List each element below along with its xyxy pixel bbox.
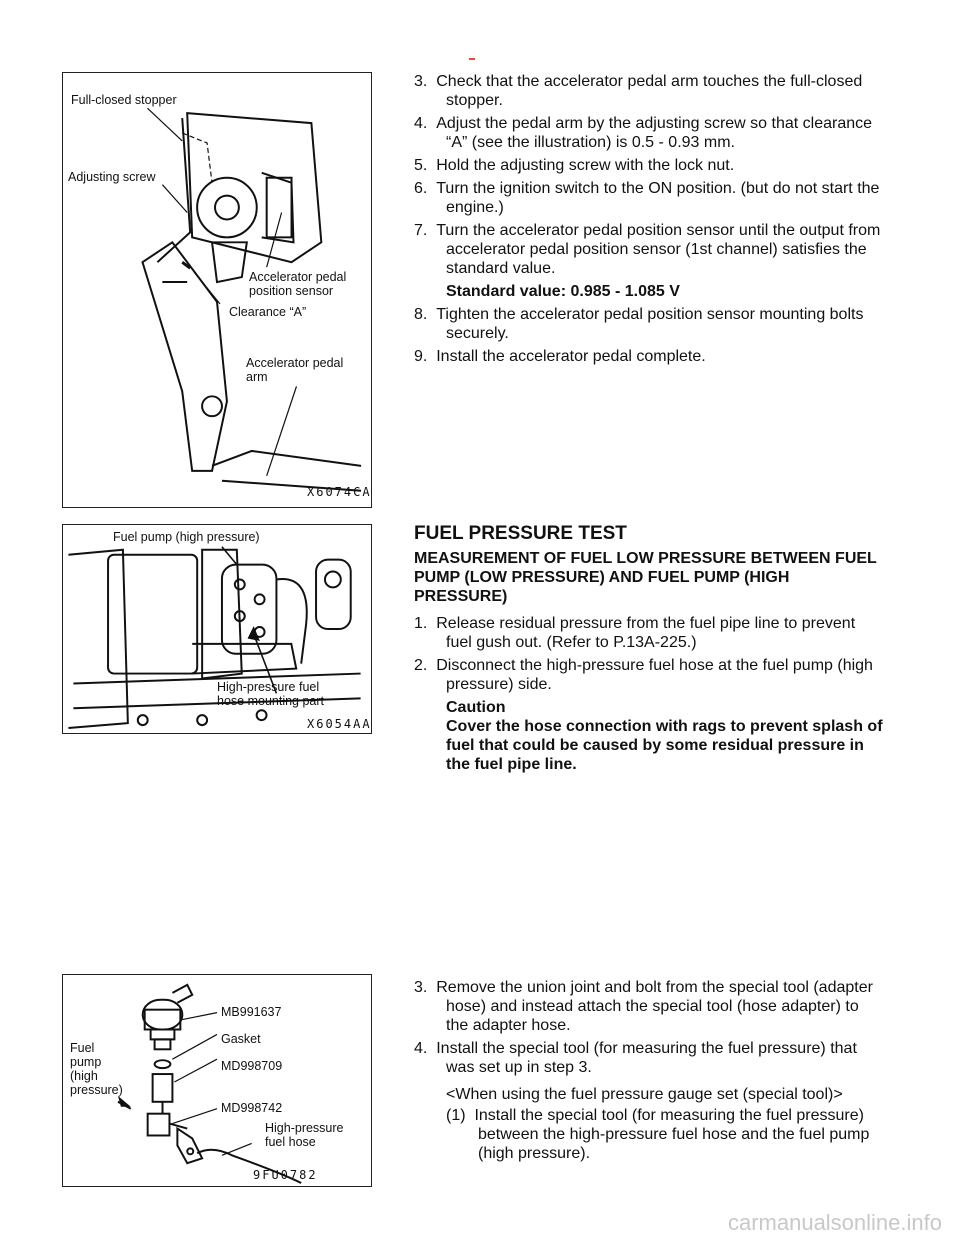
step-6: 6. Turn the ignition switch to the ON po… [414, 179, 884, 217]
step-7: 7. Turn the accelerator pedal position s… [414, 221, 884, 278]
page-marker [469, 58, 475, 60]
label-app-sensor-line2: position sensor [249, 284, 334, 298]
label-hose-mount-line1: High-pressure fuel [217, 680, 320, 694]
watermark: carmanualsonline.info [727, 1210, 942, 1235]
label-fuel-pump-line1: Fuel [70, 1041, 95, 1055]
label-md998742: MD998742 [221, 1101, 283, 1115]
step-text: Adjust the pedal arm by the adjusting sc… [436, 115, 873, 151]
step-4b: 4. Install the special tool (for measuri… [414, 1039, 884, 1077]
step-number: 8. [414, 306, 428, 323]
fuel-pump-illustration [68, 546, 361, 730]
label-app-sensor-line1: Accelerator pedal [249, 270, 347, 284]
section-pedal-adjustment: 3. Check that the accelerator pedal arm … [414, 72, 884, 370]
label-gasket: Gasket [221, 1032, 261, 1046]
label-fuel-pump-line3: (high [70, 1069, 98, 1083]
step-number: 4. [414, 1040, 428, 1057]
step-5: 5. Hold the adjusting screw with the loc… [414, 156, 884, 175]
section-subheading: MEASUREMENT OF FUEL LOW PRESSURE BETWEEN… [414, 550, 877, 605]
step-number: 7. [414, 222, 428, 239]
label-pedal-arm-line1: Accelerator pedal [246, 356, 344, 370]
label-hose-mount-line2: hose mounting part [217, 694, 325, 708]
figure-code: 9FU0782 [253, 1168, 318, 1182]
step-number: 9. [414, 348, 428, 365]
section-heading: FUEL PRESSURE TEST [414, 523, 627, 544]
step-number: 6. [414, 180, 428, 197]
label-fuel-pump-line2: pump [70, 1055, 102, 1069]
figure-accelerator-pedal: Full-closed stopper Adjusting screw Acce… [62, 72, 372, 508]
figure-special-tools: MB991637 Gasket MD998709 MD998742 Fuel p… [62, 974, 372, 1187]
label-hp-hose-line1: High-pressure [265, 1121, 344, 1135]
label-mb991637: MB991637 [221, 1005, 282, 1019]
step-text: Check that the accelerator pedal arm tou… [436, 73, 863, 109]
step-text: Install the special tool (for measuring … [436, 1040, 857, 1076]
step-8: 8. Tighten the accelerator pedal positio… [414, 305, 884, 343]
step-text: Turn the ignition switch to the ON posit… [436, 180, 880, 216]
special-tools-illustration [117, 983, 302, 1184]
step-number: 1. [414, 615, 428, 632]
step-1: 1. Release residual pressure from the fu… [414, 614, 884, 652]
step-9: 9. Install the accelerator pedal complet… [414, 347, 884, 366]
figure-code: X6074CA [307, 485, 372, 499]
section-install-special-tool: 3. Remove the union joint and bolt from … [414, 978, 884, 1167]
sub-step-1: (1) Install the special tool (for measur… [414, 1106, 884, 1163]
label-fuel-pump-line4: pressure) [70, 1083, 123, 1097]
step-text: Install the accelerator pedal complete. [436, 348, 706, 365]
step-text: Hold the adjusting screw with the lock n… [436, 157, 735, 174]
label-hp-hose-line2: fuel hose [265, 1135, 316, 1149]
label-md998709: MD998709 [221, 1059, 283, 1073]
step-number: 3. [414, 73, 428, 90]
step-text: Remove the union joint and bolt from the… [436, 979, 873, 1034]
standard-value: Standard value: 0.985 - 1.085 V [446, 283, 680, 300]
section-fuel-pressure-test: FUEL PRESSURE TEST MEASUREMENT OF FUEL L… [414, 524, 884, 778]
step-number: 3. [414, 979, 428, 996]
step-3: 3. Check that the accelerator pedal arm … [414, 72, 884, 110]
label-adjusting-screw: Adjusting screw [68, 170, 156, 184]
step-text: Tighten the accelerator pedal position s… [436, 306, 864, 342]
step-text: Disconnect the high-pressure fuel hose a… [436, 657, 873, 693]
label-pedal-arm-line2: arm [246, 370, 268, 384]
step-number: 2. [414, 657, 428, 674]
step-text: Release residual pressure from the fuel … [436, 615, 856, 651]
gauge-set-note: <When using the fuel pressure gauge set … [446, 1086, 843, 1103]
step-2: 2. Disconnect the high-pressure fuel hos… [414, 656, 884, 694]
label-fuel-pump-high-pressure: Fuel pump (high pressure) [113, 530, 260, 544]
figure-code: X6054AA [307, 717, 372, 731]
accelerator-pedal-illustration [141, 107, 362, 492]
caution-text: Cover the hose connection with rags to p… [446, 718, 883, 773]
figure-fuel-pump: Fuel pump (high pressure) High-pressure … [62, 524, 372, 734]
step-text: Turn the accelerator pedal position sens… [436, 222, 881, 277]
label-full-closed-stopper: Full-closed stopper [71, 93, 177, 107]
step-4: 4. Adjust the pedal arm by the adjusting… [414, 114, 884, 152]
label-clearance-a: Clearance “A” [229, 305, 307, 319]
step-3b: 3. Remove the union joint and bolt from … [414, 978, 884, 1035]
step-number: (1) [446, 1107, 466, 1124]
step-text: Install the special tool (for measuring … [474, 1107, 870, 1162]
caution-title: Caution [446, 699, 506, 716]
step-number: 4. [414, 115, 428, 132]
step-number: 5. [414, 157, 428, 174]
